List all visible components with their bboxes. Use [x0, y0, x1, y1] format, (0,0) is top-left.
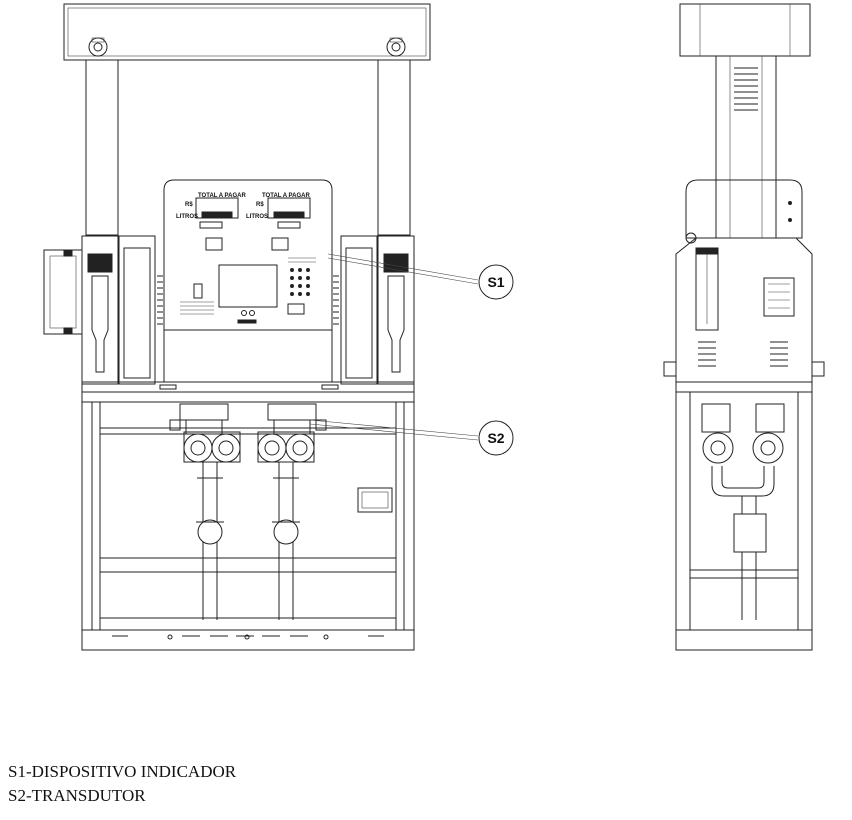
side-view: [663, 3, 825, 651]
meter-right: [257, 403, 327, 463]
meter-left: [169, 403, 241, 463]
vent-right: [333, 275, 339, 325]
bolt-icon: [386, 37, 406, 57]
center-screen: [218, 264, 278, 308]
right-display-header: TOTAL A PAGAR: [262, 193, 310, 199]
column-vent: [734, 67, 758, 111]
callout-s2-label: S2: [487, 430, 504, 446]
left-display-header: TOTAL A PAGAR: [198, 193, 246, 199]
front-view: TOTAL A PAGAR TOTAL A PAGAR R$ R$ LITROS…: [43, 3, 431, 651]
left-liters-label: LITROS: [176, 214, 198, 220]
callout-s1: S1: [327, 253, 514, 300]
left-currency: R$: [185, 202, 193, 208]
fuel-dispenser-drawing: TOTAL A PAGAR TOTAL A PAGAR R$ R$ LITROS…: [43, 3, 825, 651]
callout-s1-label: S1: [487, 274, 504, 290]
legend-s1: S1-DISPOSITIVO INDICADOR: [8, 762, 237, 781]
legend: S1-DISPOSITIVO INDICADOR S2-TRANSDUTOR: [8, 760, 236, 808]
body-vent-right: [770, 341, 788, 367]
callout-s2: S2: [309, 419, 514, 456]
right-currency: R$: [256, 202, 264, 208]
bolt-icon: [88, 37, 108, 57]
keypad: [287, 257, 316, 315]
vent-left: [157, 275, 163, 325]
right-liters-label: LITROS: [246, 214, 268, 220]
body-vent-left: [698, 341, 716, 367]
legend-s2: S2-TRANSDUTOR: [8, 786, 146, 805]
